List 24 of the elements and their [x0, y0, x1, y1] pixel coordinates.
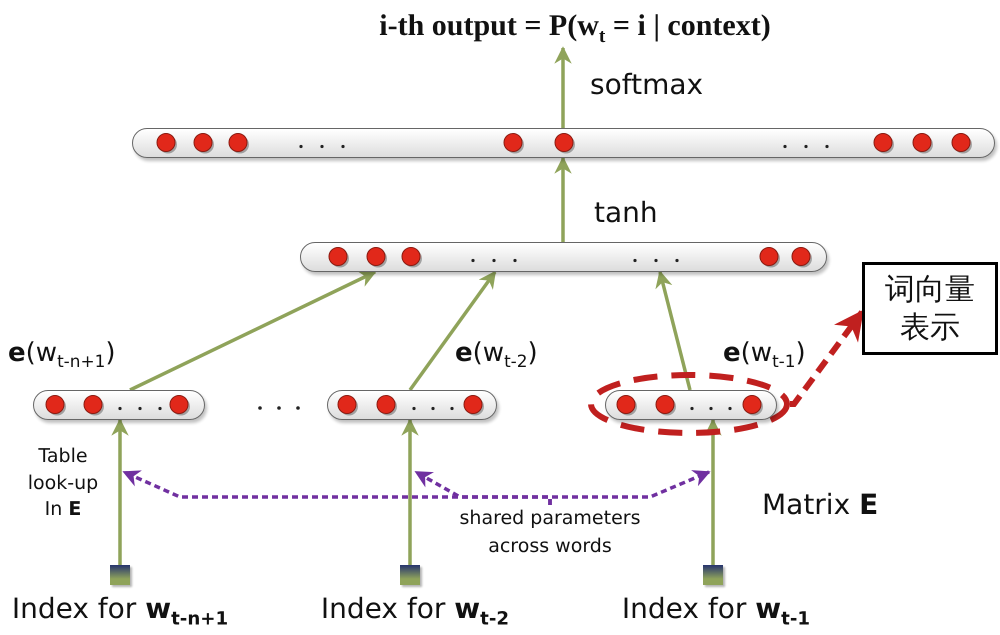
- dashed-ellipse: [588, 372, 790, 436]
- arrow: [548, 470, 711, 505]
- arrow: [554, 46, 572, 128]
- index-square: [400, 565, 420, 585]
- note-text: Table look-up In E: [26, 444, 100, 522]
- arrow: [655, 270, 692, 390]
- index-label: Index for w$_{t-2}$: [320, 592, 510, 630]
- arrow: [111, 418, 129, 565]
- vector-label: e(w$_{t-1}$): [723, 338, 806, 372]
- arrow: [129, 270, 377, 392]
- index-square: [110, 565, 130, 585]
- arrow: [408, 270, 496, 392]
- note-text: Matrix E: [762, 488, 880, 522]
- index-square: [703, 565, 723, 585]
- arrow: [401, 418, 419, 565]
- index-label: Index for w$_{t-1}$: [620, 592, 812, 630]
- arrow: [554, 156, 572, 242]
- note-text: shared parameters across words: [440, 505, 660, 560]
- vector-label: e(w$_{t-n+1}$): [8, 338, 116, 372]
- arrow: [790, 310, 864, 407]
- output-formula: i-th output = P(w$_{t}$ = i | context): [300, 4, 850, 48]
- annotation-box: 词向量表示: [862, 262, 998, 355]
- vector-label: e(w$_{t-2}$): [455, 338, 538, 372]
- index-label: Index for w$_{t-n+1}$: [10, 592, 230, 630]
